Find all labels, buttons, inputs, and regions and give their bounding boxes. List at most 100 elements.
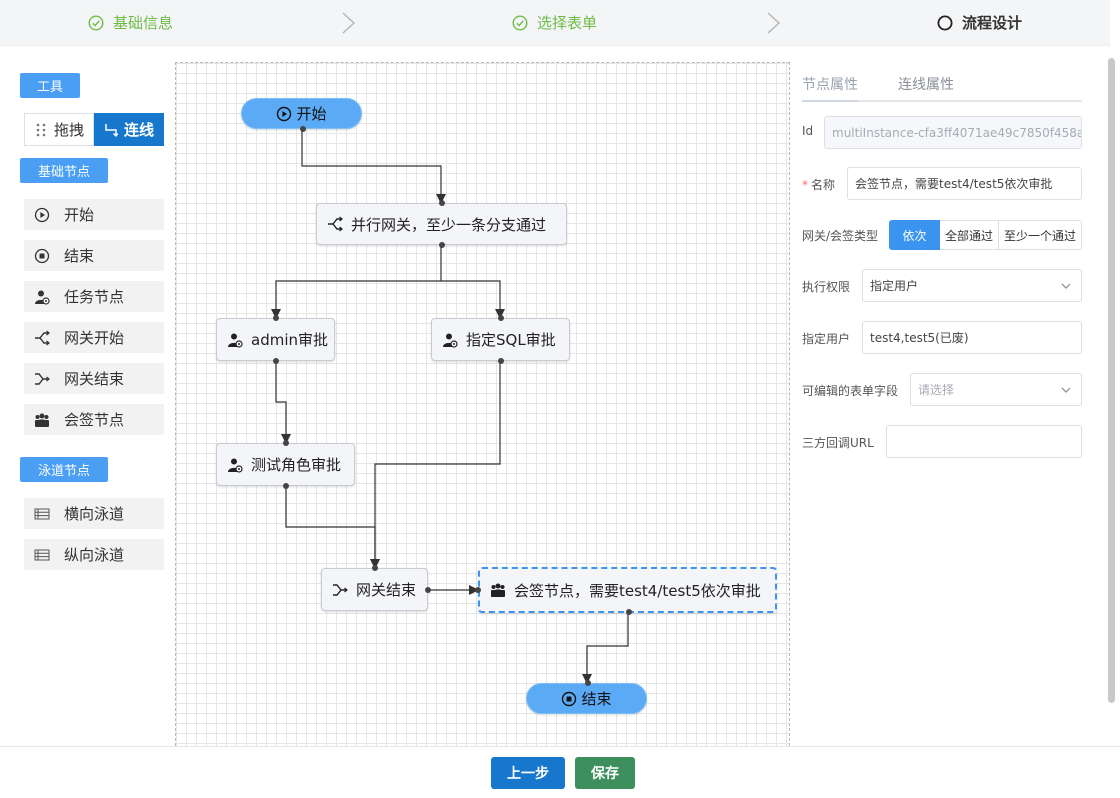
chevron-right-icon — [767, 12, 781, 34]
countersign-icon — [35, 413, 49, 427]
connection-port[interactable] — [585, 680, 591, 686]
node-gateway-split[interactable]: 并行网关，至少一条分支通过 — [316, 200, 567, 248]
stop-circle-icon — [562, 691, 577, 706]
gateway-split-icon — [328, 216, 343, 232]
type-label: 网关/会签类型 — [802, 229, 879, 243]
connection-port[interactable] — [283, 483, 289, 489]
palette-item-horizontal-lane[interactable]: 横向泳道 — [24, 498, 164, 529]
connect-tool-label: 连线 — [123, 121, 154, 139]
type-option-sequential[interactable]: 依次 — [889, 220, 940, 250]
node-start[interactable]: 开始 — [241, 98, 362, 132]
lane-icon — [34, 508, 50, 519]
connection-port[interactable] — [498, 358, 504, 364]
drag-tool-label: 拖拽 — [53, 121, 84, 139]
play-circle-icon — [277, 106, 292, 121]
connection-port[interactable] — [439, 242, 445, 248]
countersign-icon — [491, 583, 505, 597]
palette-item-label: 任务节点 — [64, 288, 125, 306]
drag-tool-button[interactable]: 拖拽 — [24, 113, 94, 146]
previous-step-button[interactable]: 上一步 — [491, 757, 565, 789]
step-select-form[interactable]: 选择表单 — [512, 12, 597, 33]
connect-tool-button[interactable]: 连线 — [94, 113, 164, 146]
connection-port[interactable] — [475, 587, 481, 593]
node-label: 结束 — [581, 690, 612, 708]
connection-port[interactable] — [439, 200, 445, 206]
connection-port[interactable] — [273, 358, 279, 364]
tab-edge-properties[interactable]: 连线属性 — [898, 77, 954, 93]
name-field[interactable]: 会签节点，需要test4/test5依次审批 — [847, 167, 1082, 200]
step-process-design[interactable]: 流程设计 — [937, 12, 1022, 33]
design-canvas[interactable] — [175, 62, 790, 746]
name-label: *名称 — [802, 176, 835, 193]
assigned-user-field[interactable]: test4,test5(已废) — [862, 321, 1082, 354]
gateway-split-icon — [35, 330, 50, 345]
connection-port[interactable] — [425, 587, 431, 593]
step-label: 基础信息 — [113, 14, 174, 32]
connection-port[interactable] — [283, 440, 289, 446]
node-label: admin审批 — [251, 331, 328, 349]
connection-port[interactable] — [498, 315, 504, 321]
connection-port[interactable] — [626, 609, 632, 615]
chevron-down-icon — [1061, 387, 1071, 393]
palette-item-label: 结束 — [64, 247, 95, 265]
node-label: 网关结束 — [356, 581, 417, 599]
palette-item-gateway-start[interactable]: 网关开始 — [24, 322, 164, 353]
node-label: 并行网关，至少一条分支通过 — [351, 215, 547, 234]
steps-header: 基础信息 选择表单 流程设计 — [0, 0, 1110, 46]
step-label: 流程设计 — [962, 14, 1023, 32]
gateway-merge-icon — [35, 372, 50, 385]
palette-item-label: 开始 — [64, 206, 95, 224]
id-field[interactable]: multiInstance-cfa3ff4071ae49c7850f458a45… — [824, 116, 1082, 149]
tab-node-properties[interactable]: 节点属性 — [802, 77, 858, 93]
node-role-approve[interactable]: 测试角色审批 — [216, 440, 355, 489]
editable-fields-select[interactable]: 请选择 — [910, 373, 1082, 406]
editable-fields-placeholder: 请选择 — [918, 383, 955, 397]
connection-port[interactable] — [372, 565, 378, 571]
connection-port[interactable] — [273, 315, 279, 321]
palette-item-label: 纵向泳道 — [64, 546, 125, 564]
node-sql-approve[interactable]: 指定SQL审批 — [431, 315, 570, 364]
palette-item-label: 横向泳道 — [64, 505, 125, 523]
user-task-icon — [35, 290, 50, 305]
stop-circle-icon — [34, 248, 50, 263]
tools-section-title: 工具 — [20, 73, 80, 98]
node-end[interactable]: 结束 — [526, 680, 647, 714]
node-gateway-merge[interactable]: 网关结束 — [321, 565, 431, 611]
gateway-merge-icon — [333, 583, 348, 596]
node-label: 指定SQL审批 — [466, 331, 556, 349]
permission-select[interactable]: 指定用户 — [862, 269, 1082, 302]
callback-url-field[interactable] — [886, 425, 1082, 458]
page-scrollbar[interactable] — [1108, 58, 1115, 703]
circle-icon — [937, 15, 953, 30]
palette-item-label: 网关开始 — [64, 329, 125, 347]
node-label: 会签节点，需要test4/test5依次审批 — [514, 581, 761, 600]
palette-item-task[interactable]: 任务节点 — [24, 281, 164, 312]
step-basic-info[interactable]: 基础信息 — [88, 12, 173, 33]
drag-handle-icon — [36, 123, 46, 136]
palette-item-gateway-end[interactable]: 网关结束 — [24, 363, 164, 394]
type-option-at-least-one[interactable]: 至少一个通过 — [999, 220, 1082, 250]
permission-value: 指定用户 — [870, 279, 919, 293]
connect-line-icon — [105, 123, 118, 137]
palette-item-label: 网关结束 — [64, 370, 125, 388]
connection-port[interactable] — [300, 126, 306, 132]
basic-nodes-section-title: 基础节点 — [20, 158, 108, 183]
editable-fields-label: 可编辑的表单字段 — [802, 384, 899, 398]
permission-label: 执行权限 — [802, 280, 851, 294]
lane-icon — [34, 549, 50, 560]
palette-item-vertical-lane[interactable]: 纵向泳道 — [24, 539, 164, 570]
required-asterisk: * — [802, 178, 808, 192]
palette-item-start[interactable]: 开始 — [24, 199, 164, 230]
active-tab-indicator — [802, 100, 858, 102]
palette-item-label: 会签节点 — [64, 411, 125, 429]
type-option-all-pass[interactable]: 全部通过 — [940, 220, 999, 250]
palette-item-end[interactable]: 结束 — [24, 240, 164, 271]
user-task-icon — [443, 333, 458, 348]
play-circle-icon — [34, 207, 50, 222]
node-label: 开始 — [296, 105, 327, 123]
check-circle-icon — [512, 14, 528, 31]
save-button[interactable]: 保存 — [575, 757, 635, 789]
node-countersign[interactable]: 会签节点，需要test4/test5依次审批 — [475, 567, 777, 615]
node-admin-approve[interactable]: admin审批 — [216, 315, 335, 364]
palette-item-countersign[interactable]: 会签节点 — [24, 404, 164, 435]
